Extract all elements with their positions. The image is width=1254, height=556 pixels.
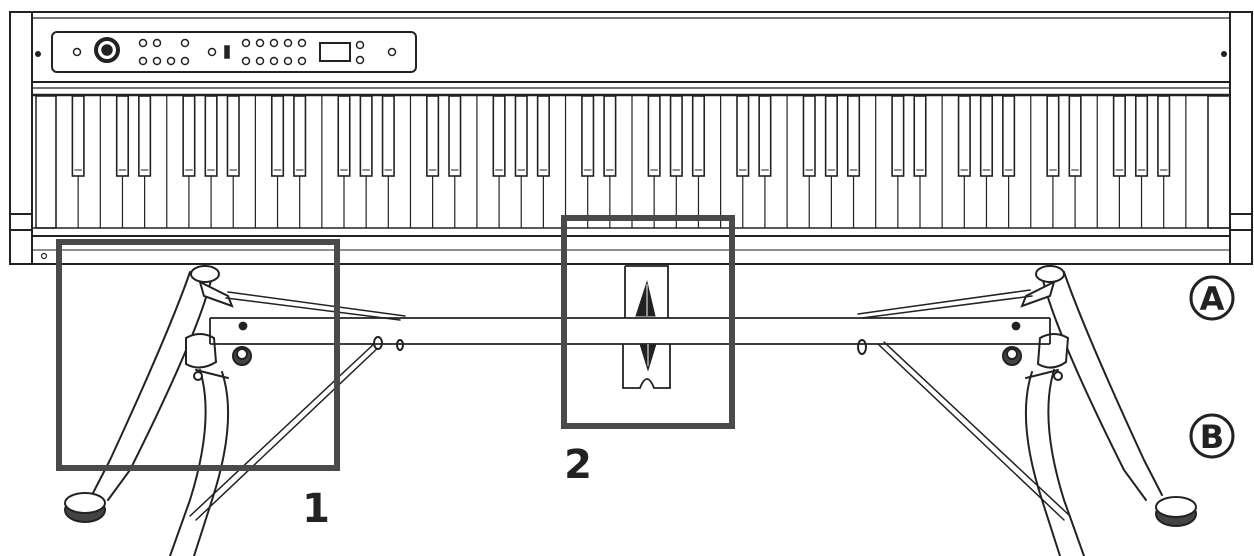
callout-label-1: 1	[302, 486, 330, 532]
control-panel	[51, 31, 417, 73]
black-key	[647, 95, 661, 177]
part-marker-b: B	[1189, 413, 1235, 459]
left-leg	[64, 265, 406, 556]
callout-box-2	[561, 215, 735, 429]
black-key	[138, 95, 152, 177]
black-key	[691, 95, 706, 177]
black-key	[71, 95, 85, 177]
black-key	[492, 95, 506, 177]
center-bracket	[622, 265, 671, 389]
part-label-a: A	[1200, 280, 1225, 318]
black-key	[979, 95, 994, 177]
right-screw-icon	[1221, 51, 1227, 57]
black-key	[204, 95, 218, 177]
black-key	[359, 95, 373, 177]
black-key	[1134, 95, 1149, 177]
black-key	[1112, 95, 1126, 177]
lower-left-screw-icon	[40, 252, 48, 260]
black-key	[846, 95, 861, 177]
black-key	[536, 95, 550, 177]
part-marker-a: A	[1189, 275, 1235, 321]
left-screw-icon	[35, 51, 41, 57]
black-key	[957, 95, 971, 177]
black-key	[824, 95, 838, 177]
black-key	[514, 95, 528, 177]
black-key	[891, 95, 905, 177]
black-key	[669, 95, 683, 177]
black-key	[1002, 95, 1016, 177]
callout-box-1	[56, 239, 340, 471]
black-key	[1046, 95, 1060, 177]
crossbar	[209, 317, 1051, 345]
right-key-block	[1207, 95, 1231, 229]
right-leg	[857, 265, 1197, 556]
keyboard	[35, 95, 1231, 229]
black-key	[426, 95, 440, 177]
black-key	[581, 95, 595, 177]
black-key	[913, 95, 927, 177]
black-key	[603, 95, 617, 177]
black-key	[448, 95, 462, 177]
black-key	[182, 95, 196, 177]
callout-label-2: 2	[564, 442, 592, 488]
black-key	[1068, 95, 1082, 177]
black-key	[293, 95, 307, 177]
black-key	[1157, 95, 1171, 177]
black-key	[381, 95, 395, 177]
black-key	[226, 95, 240, 177]
part-label-b: B	[1200, 418, 1224, 456]
black-key	[736, 95, 750, 177]
black-key	[270, 95, 285, 177]
black-key	[115, 95, 130, 177]
black-key	[337, 95, 351, 177]
black-key	[758, 95, 772, 177]
black-key	[802, 95, 816, 177]
left-key-block	[35, 95, 57, 229]
